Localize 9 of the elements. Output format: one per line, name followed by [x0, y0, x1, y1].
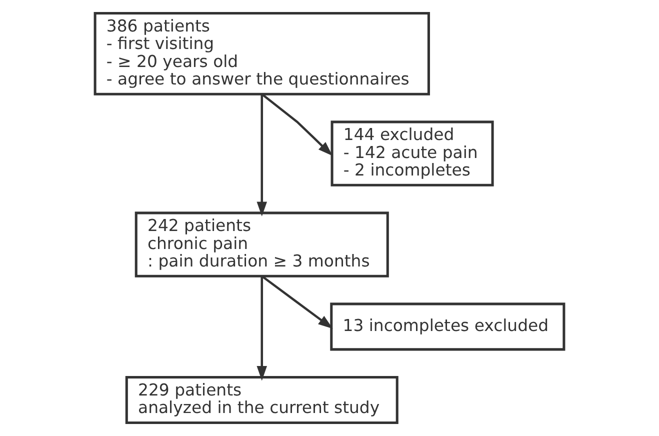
- node-box: 144 excluded - 142 acute pain - 2 incompletes: [330, 120, 494, 186]
- node-box: 242 patients chronic pain : pain duration ≥ 3 months: [134, 212, 389, 278]
- arrow: [256, 94, 268, 216]
- arrow: [261, 275, 333, 329]
- node-box: 386 patients - first visiting - ≥ 20 years old - agree to answer the questionnaires: [94, 12, 430, 96]
- arrow: [256, 276, 268, 381]
- node-box: 229 patients analyzed in the current study: [125, 376, 398, 424]
- arrow: [261, 93, 333, 156]
- node-box: 13 incompletes excluded: [330, 302, 566, 351]
